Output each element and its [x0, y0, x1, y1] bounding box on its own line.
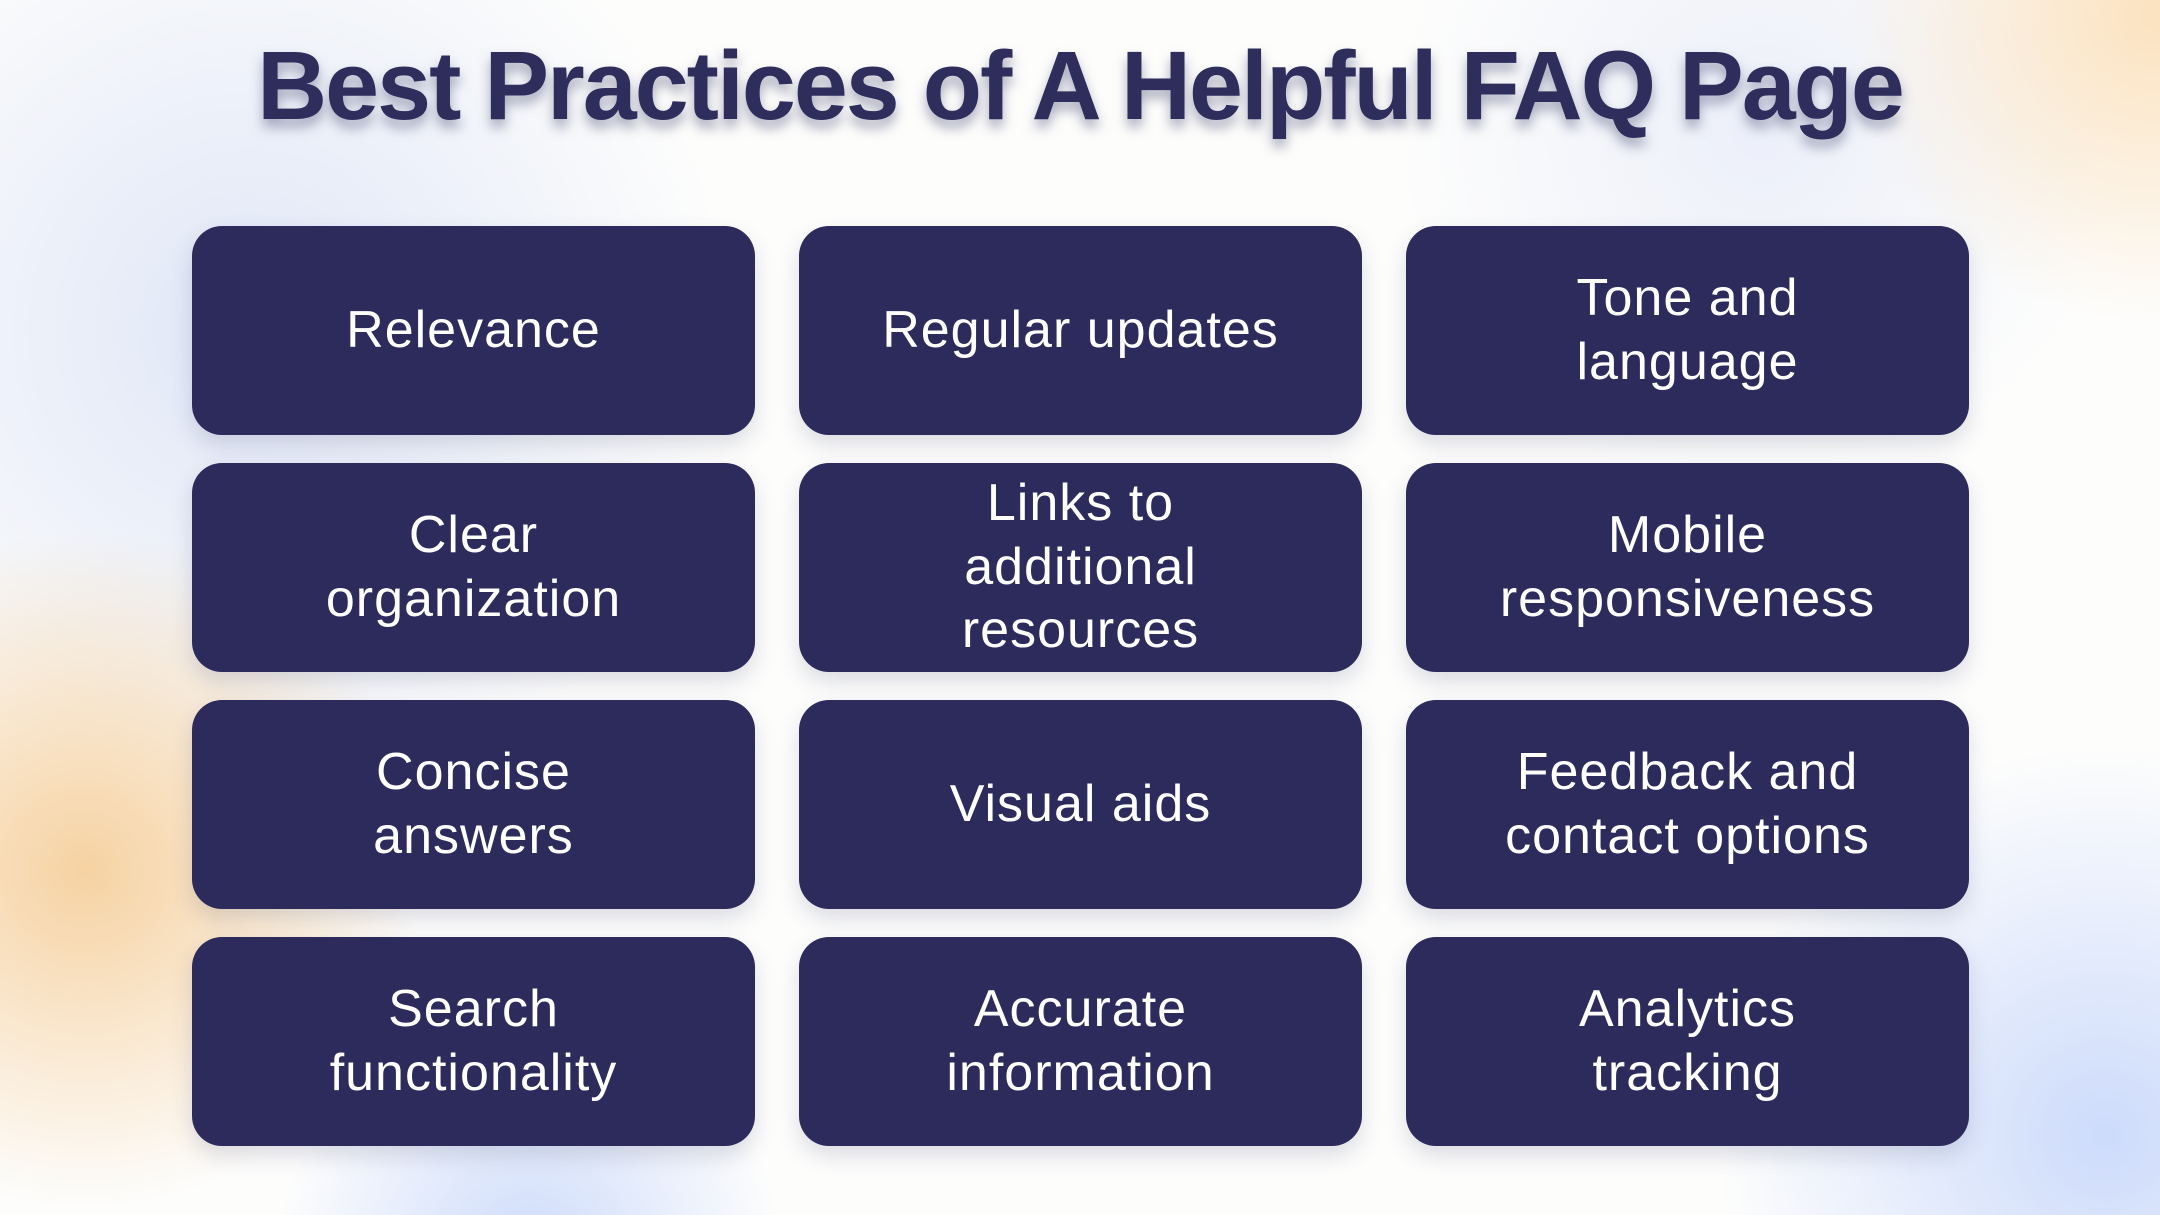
card-label: Links to additional resources	[961, 474, 1200, 660]
card-visual-aids: Visual aids	[799, 700, 1362, 909]
card-label: Accurate information	[946, 980, 1215, 1102]
cards-grid: Relevance Regular updates Tone and langu…	[192, 226, 1969, 1146]
card-search-functionality: Search functionality	[192, 937, 755, 1146]
card-analytics-tracking: Analytics tracking	[1406, 937, 1969, 1146]
card-clear-organization: Clear organization	[192, 463, 755, 672]
card-label: Analytics tracking	[1578, 980, 1797, 1102]
card-label: Search functionality	[329, 980, 618, 1102]
card-regular-updates: Regular updates	[799, 226, 1362, 435]
card-concise-answers: Concise answers	[192, 700, 755, 909]
card-accurate-information: Accurate information	[799, 937, 1362, 1146]
card-relevance: Relevance	[192, 226, 755, 435]
card-label: Tone and language	[1576, 269, 1799, 391]
card-label: Regular updates	[882, 300, 1279, 359]
card-label: Visual aids	[949, 774, 1212, 833]
card-label: Concise answers	[373, 743, 574, 865]
card-feedback-and-contact-options: Feedback and contact options	[1406, 700, 1969, 909]
card-tone-and-language: Tone and language	[1406, 226, 1969, 435]
page-title: Best Practices of A Helpful FAQ Page	[257, 31, 1905, 140]
card-label: Mobile responsiveness	[1499, 506, 1876, 628]
card-label: Feedback and contact options	[1505, 743, 1870, 865]
card-links-to-additional-resources: Links to additional resources	[799, 463, 1362, 672]
card-label: Relevance	[346, 300, 601, 359]
card-mobile-responsiveness: Mobile responsiveness	[1406, 463, 1969, 672]
card-label: Clear organization	[325, 506, 622, 628]
